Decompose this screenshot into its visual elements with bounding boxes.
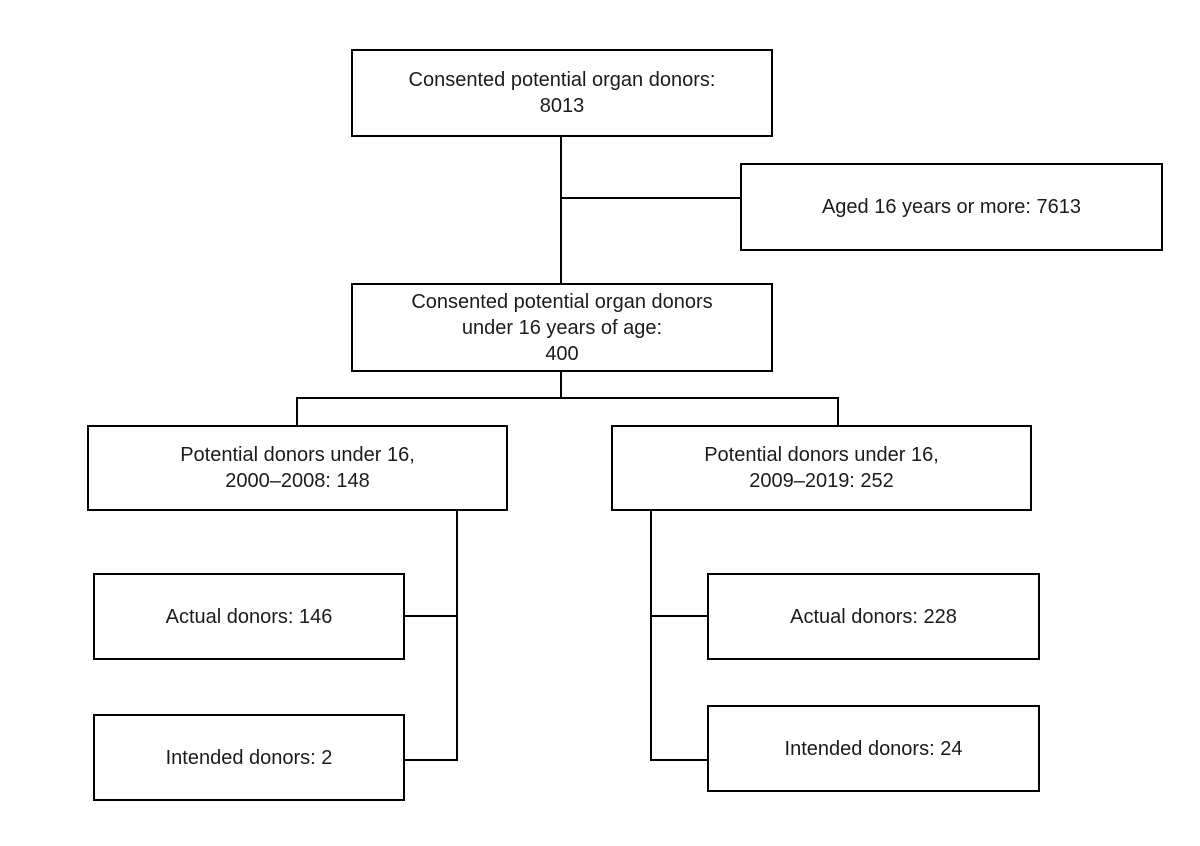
node-aged-16-plus: Aged 16 years or more: 7613 (740, 163, 1163, 251)
edge-under16-stub (560, 372, 562, 398)
node-text-line: Potential donors under 16, (180, 444, 415, 466)
node-text-line: Intended donors: 24 (784, 737, 963, 760)
node-text-line: Potential donors under 16, (704, 444, 939, 466)
node-text-line: Intended donors: 2 (165, 746, 333, 769)
edge-to-intended-24 (650, 759, 707, 761)
node-text-line: Consented potential organ donors: (408, 69, 716, 91)
node-value-line: 2009–2019: 252 (749, 470, 894, 492)
node-intended-2000-2008: Intended donors: 2 (93, 714, 405, 801)
node-consented-under-16: Consented potential organ donors under 1… (351, 283, 773, 372)
edge-total-to-aged16 (561, 197, 740, 199)
node-consented-total: Consented potential organ donors: 8013 (351, 49, 773, 137)
node-intended-2009-2019: Intended donors: 24 (707, 705, 1040, 792)
edge-branch-crossbar (296, 397, 839, 399)
node-text-line: under 16 years of age: (461, 316, 663, 339)
edge-left-subtree-spine (456, 511, 458, 761)
node-text-line: Actual donors: 228 (790, 605, 957, 628)
edge-to-actual-146 (405, 615, 458, 617)
edge-total-to-under16 (560, 137, 562, 283)
edge-drop-left-branch (296, 397, 298, 425)
node-text-line: Aged 16 years or more: 7613 (821, 196, 1082, 218)
node-actual-2000-2008: Actual donors: 146 (93, 573, 405, 660)
node-value-line: 400 (545, 342, 579, 365)
node-under16-2009-2019: Potential donors under 16, 2009–2019: 25… (611, 425, 1032, 511)
node-actual-2009-2019: Actual donors: 228 (707, 573, 1040, 660)
edge-to-actual-228 (650, 615, 707, 617)
node-value-line: 2000–2008: 148 (225, 470, 370, 492)
node-text-line: Actual donors: 146 (165, 605, 333, 628)
node-value-line: 8013 (539, 95, 585, 117)
edge-right-subtree-spine (650, 511, 652, 761)
edge-to-intended-2 (405, 759, 458, 761)
edge-drop-right-branch (837, 397, 839, 425)
node-text-line: Consented potential organ donors (411, 290, 713, 313)
node-under16-2000-2008: Potential donors under 16, 2000–2008: 14… (87, 425, 508, 511)
